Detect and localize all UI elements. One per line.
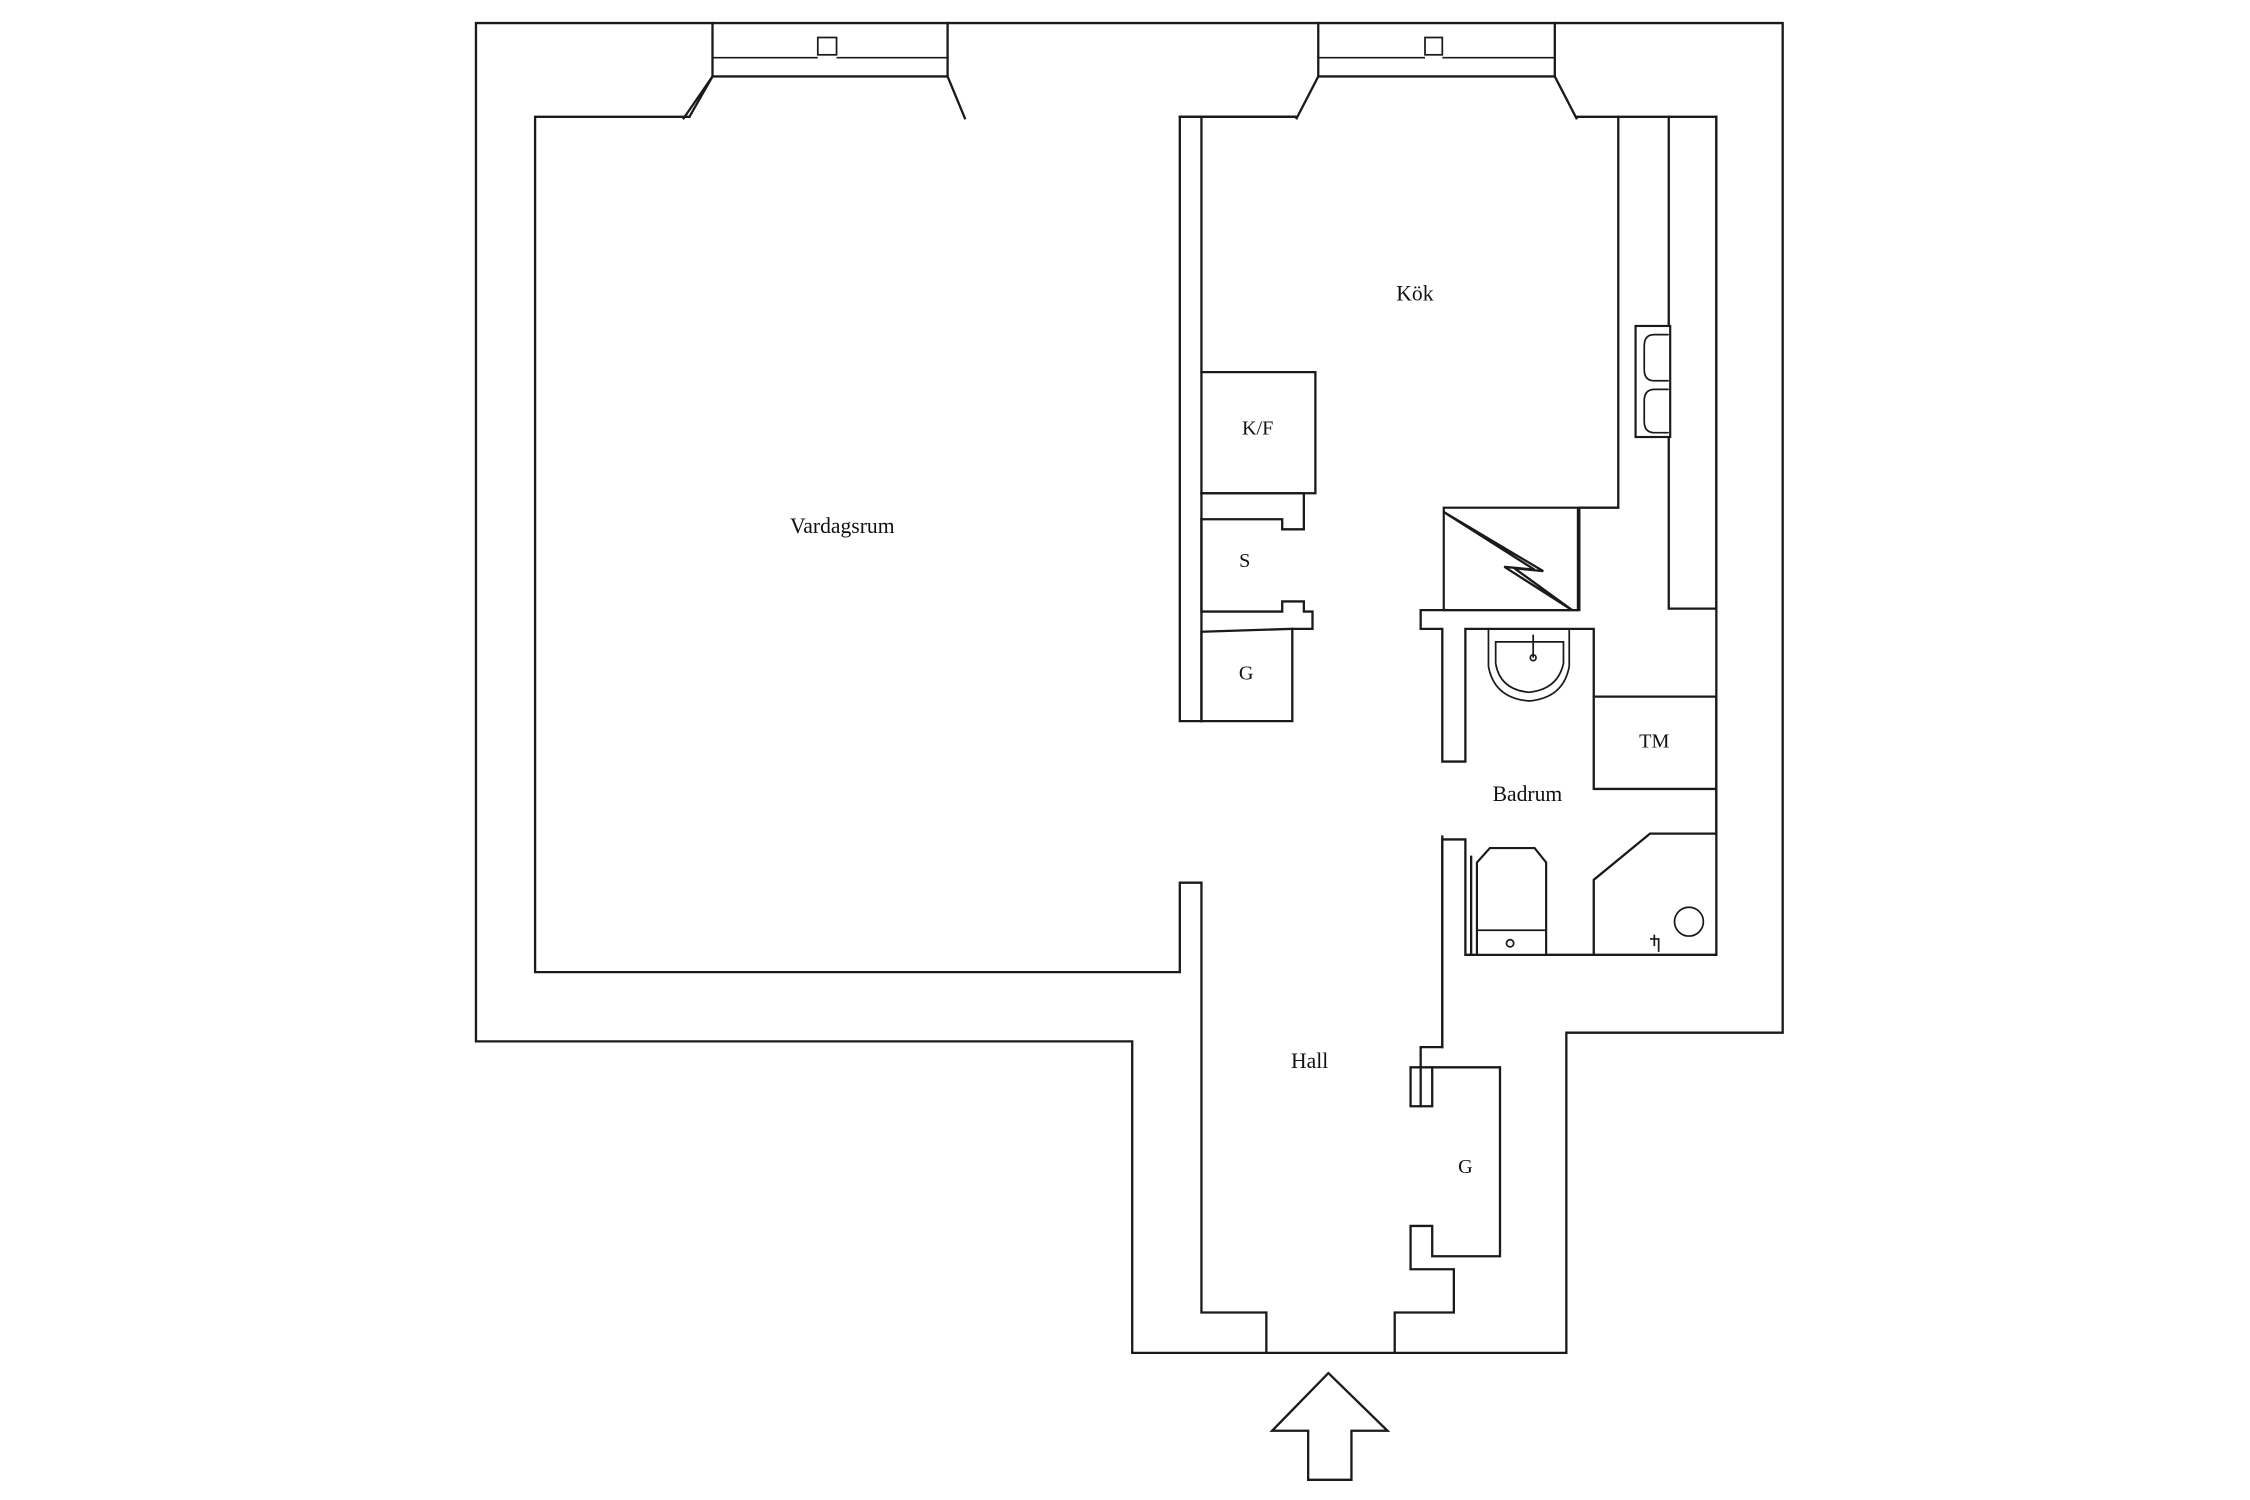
living-room-window [682,21,967,120]
fridge-freezer: K/F [1200,370,1317,495]
room-label-kok: Kök [1396,282,1433,306]
room-label-badrum: Badrum [1493,782,1563,806]
shower-icon [1650,906,1705,952]
hall-walls: G [1393,835,1502,1355]
fridge-freezer-label: K/F [1242,417,1273,439]
kitchen-walls [1200,115,1718,835]
washing-machine-label: TM [1639,730,1669,752]
washing-machine: TM [1639,730,1669,752]
kitchen-sink-icon [1634,324,1672,439]
room-label-vardagsrum: Vardagsrum [790,514,895,538]
closet-g-kitchen: G [1200,627,1294,723]
room-label-hall: Hall [1291,1049,1328,1073]
wardrobe-s-label: S [1239,550,1250,572]
wardrobe-s: S [1200,492,1314,630]
toilet-icon [1475,846,1548,956]
electrical-box-icon [1419,506,1595,763]
kitchen-window [1295,21,1578,120]
outer-wall [474,21,1784,1355]
closet-g-hall-label: G [1458,1156,1473,1178]
entrance-arrow-icon [1269,1371,1391,1481]
washbasin-icon [1487,628,1571,702]
living-room-walls [533,74,1297,1355]
closet-g-kitchen-label: G [1239,663,1254,685]
